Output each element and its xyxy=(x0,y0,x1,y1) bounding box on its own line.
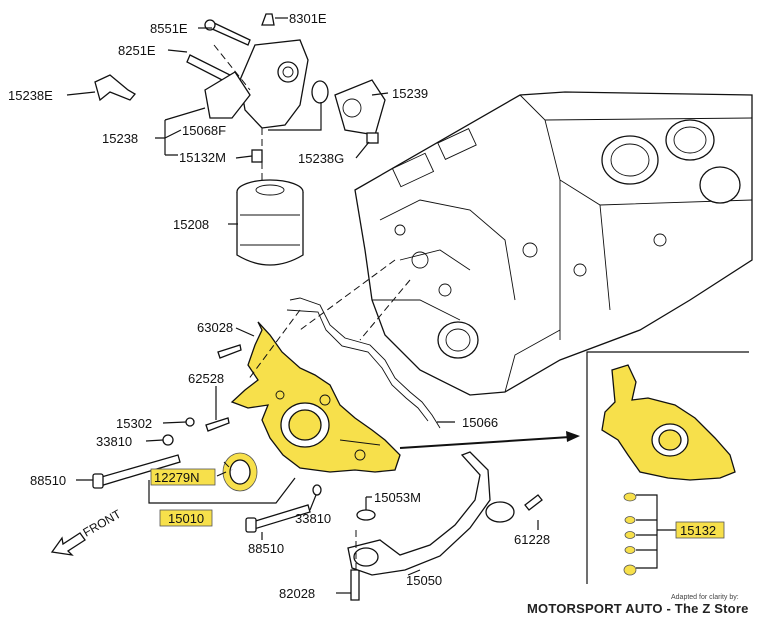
credit-brand-text: MOTORSPORT AUTO - The Z Store xyxy=(527,601,749,616)
oil-pump-drawing xyxy=(222,321,401,492)
callout-15238G: 15238G xyxy=(298,151,344,166)
fasteners-drawing xyxy=(92,344,543,601)
callout-63028: 63028 xyxy=(197,320,233,335)
callout-15302: 15302 xyxy=(116,416,152,431)
highlight-box-15132 xyxy=(675,521,725,539)
callout-15050: 15050 xyxy=(406,573,442,588)
callout-15238E: 15238E xyxy=(8,88,53,103)
callout-15132M: 15132M xyxy=(179,150,226,165)
callout-15238: 15238 xyxy=(102,131,138,146)
callout-8251E: 8251E xyxy=(118,43,156,58)
front-cover-gasket-drawing xyxy=(286,297,441,429)
leader-lines xyxy=(66,17,539,594)
filter-bracket-drawing xyxy=(94,13,386,163)
callout-12279N: 12279N xyxy=(154,470,200,485)
engine-block-drawing xyxy=(354,91,753,396)
callout-82028: 82028 xyxy=(279,586,315,601)
inset-panel xyxy=(586,351,749,584)
callout-15010: 15010 xyxy=(168,511,204,526)
callout-33810-lower: 33810 xyxy=(295,511,331,526)
credit-small-text: Adapted for clarity by: xyxy=(671,594,739,601)
callout-15066: 15066 xyxy=(462,415,498,430)
oil-filter-drawing xyxy=(236,128,304,266)
front-direction-arrow xyxy=(50,532,86,556)
callout-33810-upper: 33810 xyxy=(96,434,132,449)
callout-88510-lower: 88510 xyxy=(248,541,284,556)
callout-arrow xyxy=(399,431,580,449)
callout-15208: 15208 xyxy=(173,217,209,232)
callout-62528: 62528 xyxy=(188,371,224,386)
front-label: FRONT xyxy=(81,506,124,539)
callout-15132: 15132 xyxy=(680,523,716,538)
callout-8301E: 8301E xyxy=(289,11,327,26)
callout-88510-left: 88510 xyxy=(30,473,66,488)
callout-8551E: 8551E xyxy=(150,21,188,36)
oil-strainer-drawing xyxy=(347,451,515,576)
callout-15239: 15239 xyxy=(392,86,428,101)
callout-61228: 61228 xyxy=(514,532,550,547)
callout-15068F: 15068F xyxy=(182,123,226,138)
highlight-box-15010 xyxy=(159,509,213,527)
callout-15053M: 15053M xyxy=(374,490,421,505)
highlight-box-12279N xyxy=(150,468,216,486)
